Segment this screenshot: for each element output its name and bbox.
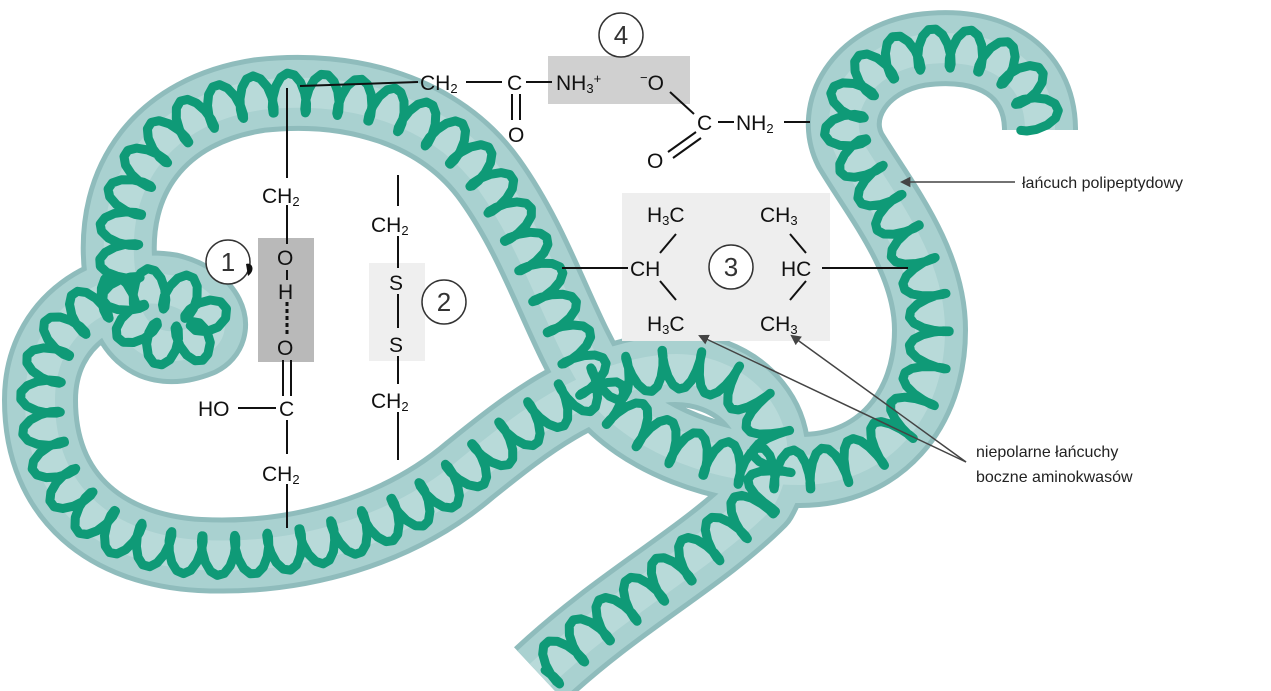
carbon-atom-3: C xyxy=(697,112,712,135)
oxygen-atom-1: O xyxy=(277,247,293,270)
hydrogen-bond-box xyxy=(258,238,314,362)
polypeptide-coil xyxy=(16,24,1063,689)
marker-1: 1 xyxy=(205,239,251,285)
svg-text:4: 4 xyxy=(614,20,628,50)
hydroxyl-label: HO xyxy=(198,398,230,421)
hydrogen-bond-structure: CH2 O H O HO C CH2 xyxy=(198,88,300,528)
polypeptide-tube xyxy=(2,10,1078,691)
hydrogen-atom: H xyxy=(278,281,293,304)
marker-3: 3 xyxy=(708,244,754,290)
amide-label: NH2 xyxy=(736,112,774,136)
side-chain-label-line2: boczne aminokwasów xyxy=(976,469,1133,486)
ch2-label-4: CH2 xyxy=(371,390,409,414)
methyl-label-3: CH3 xyxy=(760,204,798,228)
oxygen-atom-3: O xyxy=(508,124,524,147)
sulfur-atom-2: S xyxy=(389,334,403,357)
oxygen-atom-4: O xyxy=(647,150,663,173)
carbon-atom-2: C xyxy=(507,72,522,95)
disulfide-bridge-structure: CH2 S S CH2 xyxy=(371,175,409,460)
marker-2: 2 xyxy=(421,279,467,325)
hc-label: HC xyxy=(781,258,811,281)
ch2-label-3: CH2 xyxy=(371,214,409,238)
hydrophobic-interaction-structure: H3C CH H3C CH3 HC CH3 xyxy=(562,204,908,337)
methyl-label-4: CH3 xyxy=(760,313,798,337)
ammonium-label: NH3+ xyxy=(556,71,601,96)
tube-highlight xyxy=(25,33,1055,686)
svg-text:3: 3 xyxy=(724,252,738,282)
sulfur-atom-1: S xyxy=(389,272,403,295)
side-chain-arrow-2 xyxy=(790,334,967,463)
svg-text:2: 2 xyxy=(437,287,451,317)
carbon-atom-1: C xyxy=(279,398,294,421)
side-chain-arrow-1 xyxy=(698,334,967,463)
ch-label: CH xyxy=(630,258,660,281)
methyl-label-2: H3C xyxy=(647,313,685,337)
side-chain-label-line1: niepolarne łańcuchy xyxy=(976,444,1118,461)
ch2-label-5: CH2 xyxy=(420,72,458,96)
svg-text:1: 1 xyxy=(221,247,235,277)
ionic-bond-structure: CH2 C O NH3+ −O C NH2 O xyxy=(299,70,810,173)
marker-4: 4 xyxy=(598,12,644,58)
ch2-label-1: CH2 xyxy=(262,185,300,209)
methyl-label-1: H3C xyxy=(647,204,685,228)
ionic-bond-box xyxy=(548,56,690,104)
oxygen-atom-2: O xyxy=(277,337,293,360)
chain-label: łańcuch polipeptydowy xyxy=(1022,175,1183,192)
carboxylate-oxygen-label: −O xyxy=(640,70,664,95)
ch2-label-2: CH2 xyxy=(262,463,300,487)
marker-1-pointer xyxy=(246,263,253,276)
